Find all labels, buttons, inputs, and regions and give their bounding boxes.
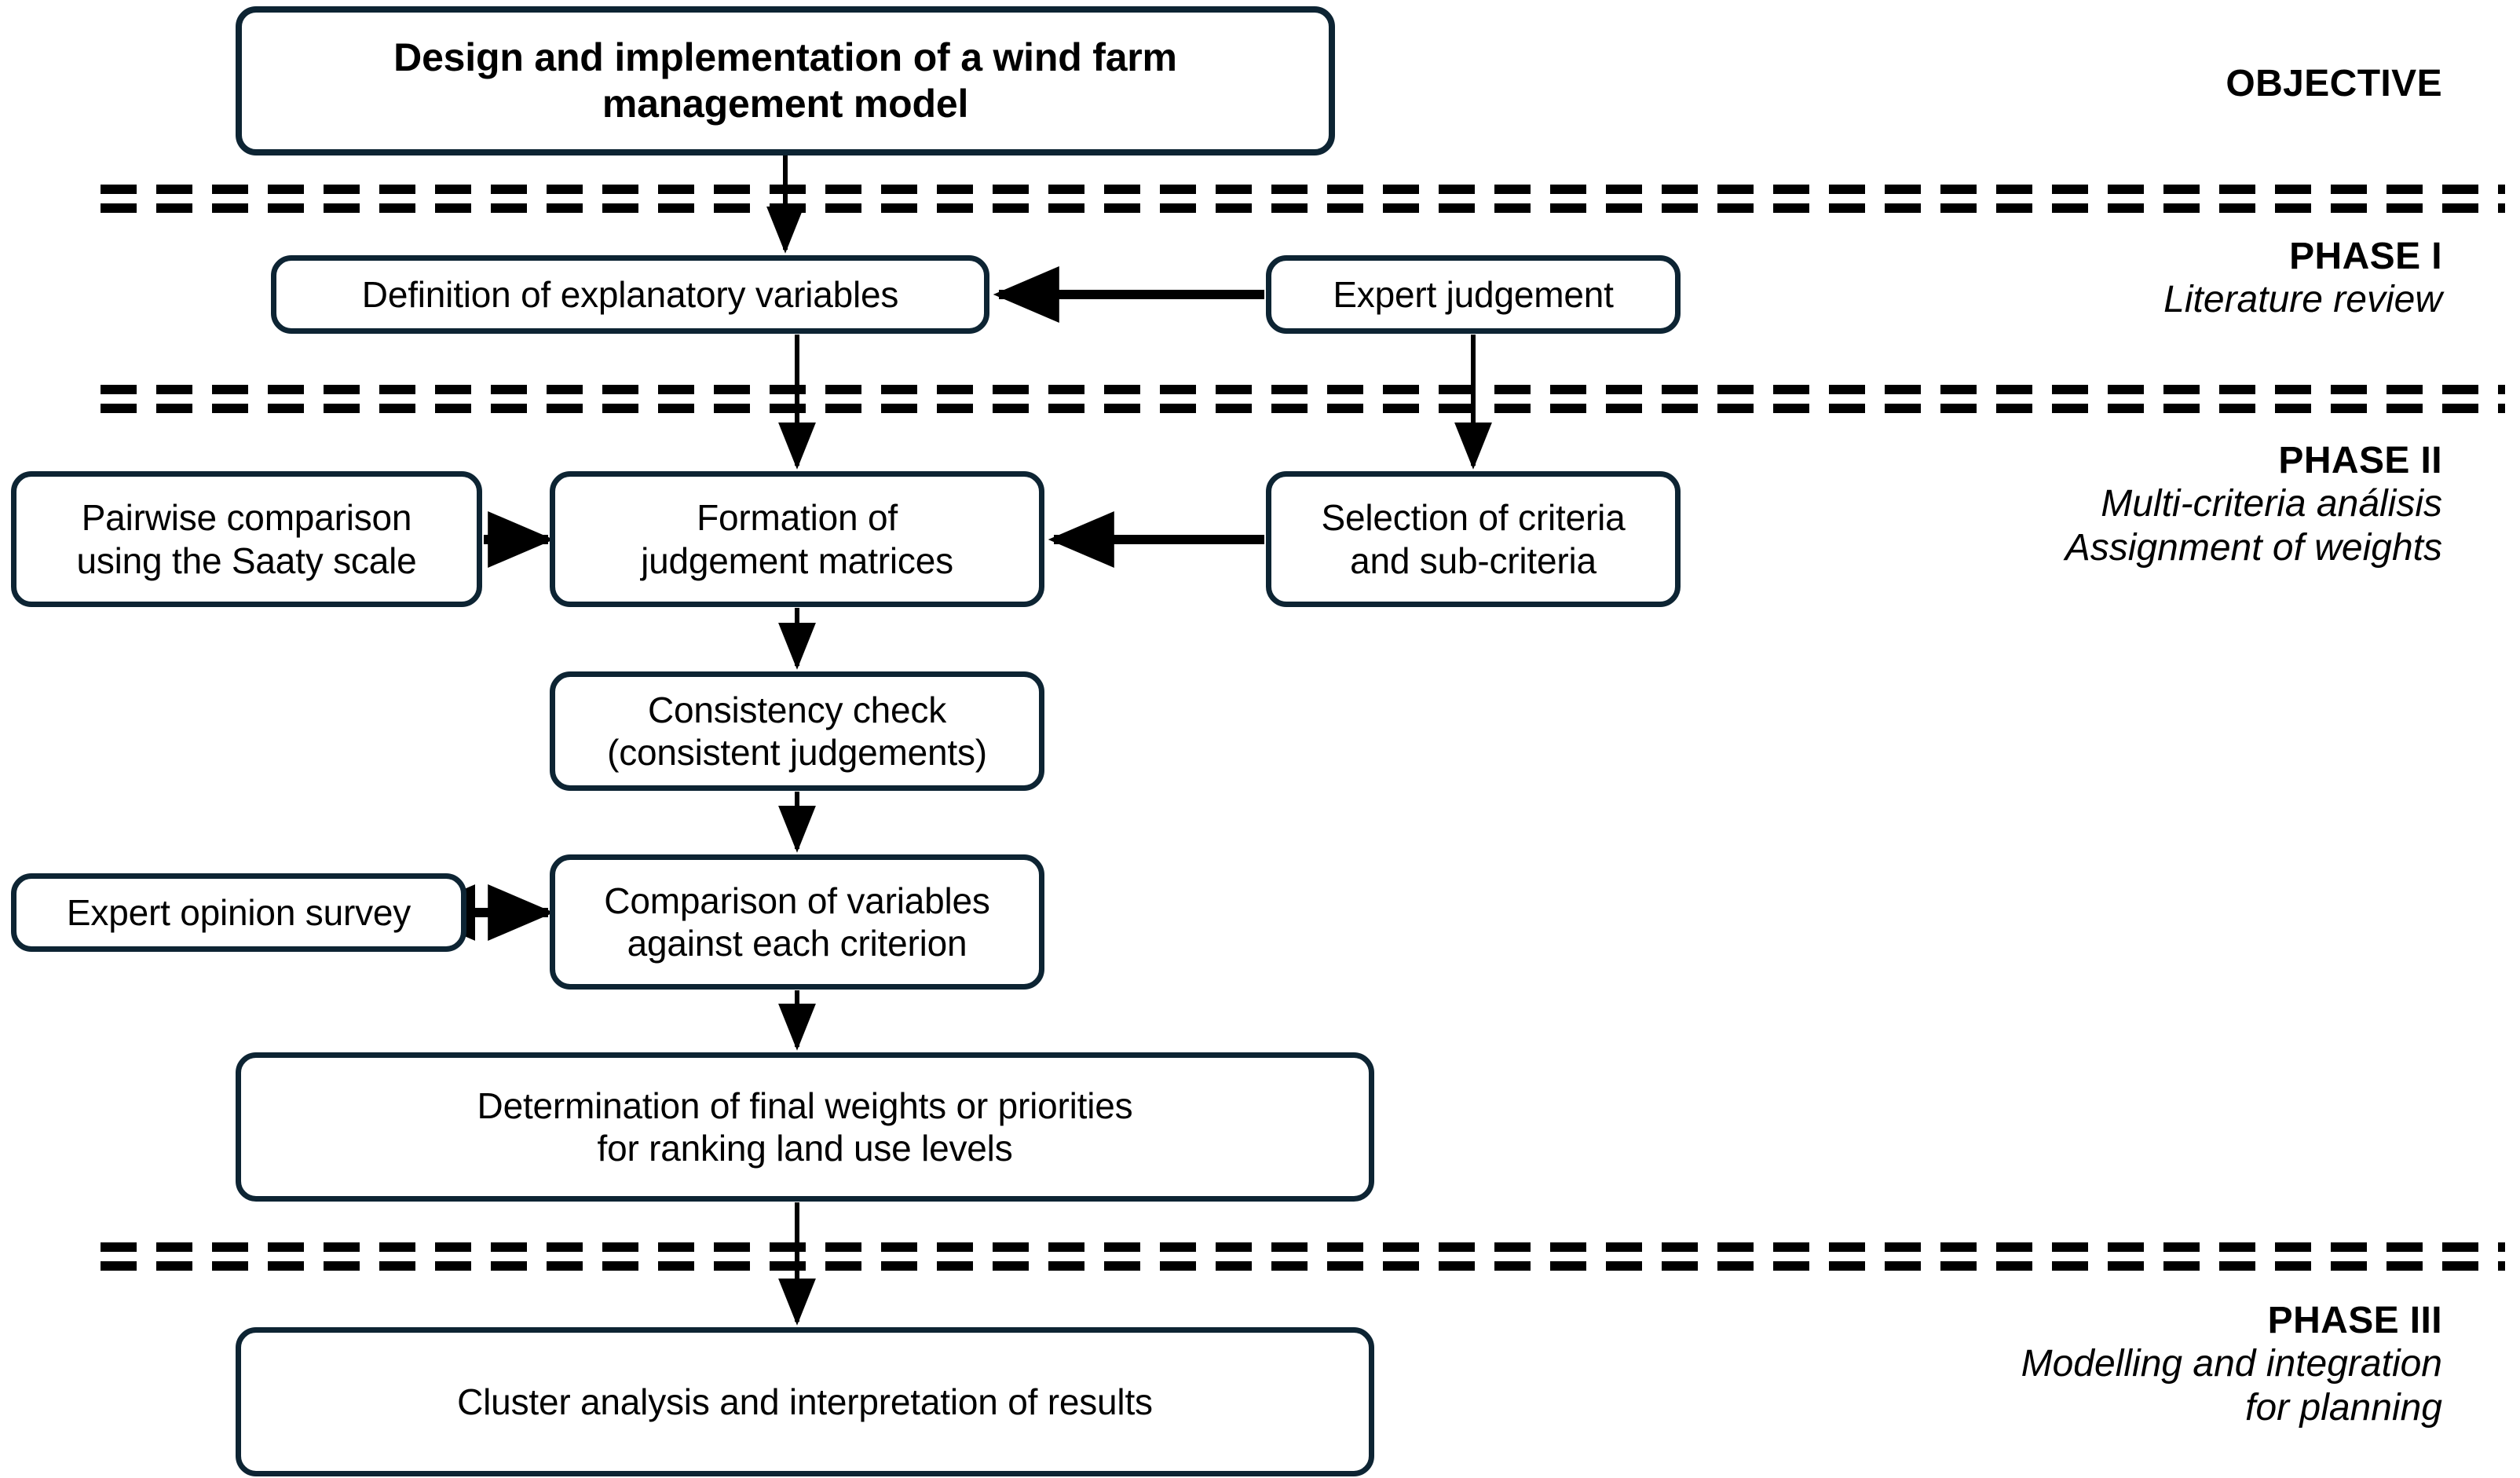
side-label-header: PHASE I [2289,236,2442,277]
side-label-header: PHASE III [2267,1300,2442,1341]
node-label: Design and implementation of a wind farm… [393,35,1177,126]
side-label-sub-1: Modelling and integration [2021,1342,2442,1385]
node-label: Pairwise comparison using the Saaty scal… [76,497,417,581]
separator-dash-row-top [101,185,2505,194]
side-label-sub-2: Assignment of weights [2065,527,2442,569]
separator-dash-row-top [101,385,2505,394]
side-label-sub-2: for planning [2245,1387,2442,1429]
node-definition-of-explanatory-variables: Definition of explanatory variables [271,255,989,334]
node-objective-title: Design and implementation of a wind farm… [236,6,1335,155]
side-label-phase-2: PHASE II Multi-criteria análisis Assignm… [1806,440,2442,571]
node-label: Expert judgement [1333,273,1614,315]
node-expert-opinion-survey: Expert opinion survey [11,873,466,952]
separator-dash-row-top [101,1242,2505,1252]
side-label-sub-1: Multi-criteria análisis [2101,482,2442,525]
side-label-objective: OBJECTIVE [1806,63,2442,105]
node-determination-of-final-weights: Determination of final weights or priori… [236,1052,1374,1202]
phase-separator-3 [101,1242,2505,1271]
side-label-header: PHASE II [2278,440,2442,481]
node-label: Determination of final weights or priori… [477,1085,1133,1169]
node-label: Comparison of variables against each cri… [604,880,990,964]
node-expert-judgement: Expert judgement [1266,255,1681,334]
node-comparison-of-variables: Comparison of variables against each cri… [550,854,1044,990]
node-consistency-check: Consistency check (consistent judgements… [550,671,1044,791]
separator-dash-row-bottom [101,203,2505,213]
node-label: Consistency check (consistent judgements… [607,689,987,773]
node-label: Selection of criteria and sub-criteria [1321,497,1626,581]
node-cluster-analysis: Cluster analysis and interpretation of r… [236,1327,1374,1476]
side-label-header: OBJECTIVE [2226,63,2442,104]
node-label: Formation of judgement matrices [641,497,953,581]
side-label-sub-1: Literature review [2163,278,2442,320]
separator-dash-row-bottom [101,1261,2505,1271]
node-formation-of-judgement-matrices: Formation of judgement matrices [550,471,1044,607]
phase-separator-1 [101,185,2505,213]
node-selection-of-criteria: Selection of criteria and sub-criteria [1266,471,1681,607]
phase-separator-2 [101,385,2505,413]
separator-dash-row-bottom [101,404,2505,413]
node-pairwise-comparison: Pairwise comparison using the Saaty scal… [11,471,482,607]
side-label-phase-1: PHASE I Literature review [1806,236,2442,322]
node-label: Cluster analysis and interpretation of r… [457,1381,1153,1422]
node-label: Expert opinion survey [66,891,411,933]
side-label-phase-3: PHASE III Modelling and integration for … [1806,1300,2442,1431]
node-label: Definition of explanatory variables [361,273,899,315]
